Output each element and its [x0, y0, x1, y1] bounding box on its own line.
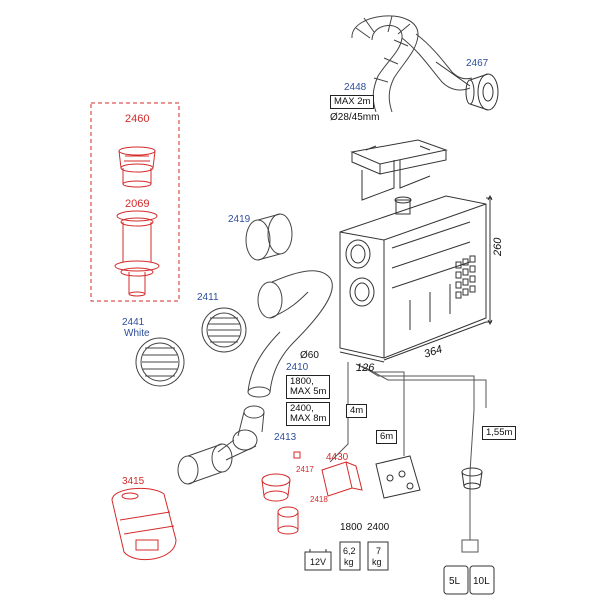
- duct-2410: [247, 270, 333, 398]
- cables: [329, 362, 487, 553]
- label-2410: 2410: [286, 362, 309, 373]
- label-2400: 2400: [367, 522, 390, 533]
- label-2413: 2413: [274, 432, 297, 443]
- weight-tags: [339, 541, 389, 571]
- dimension-height: 260: [492, 237, 504, 256]
- weight-1800-unit: kg: [344, 557, 354, 567]
- callout-hose-diameter: Ø28/45mm: [330, 112, 380, 123]
- tank-10l-label: 10L: [473, 576, 490, 587]
- control-panel: [375, 455, 421, 499]
- label-2460: 2460: [125, 113, 150, 125]
- callout-hose-max: MAX 2m: [330, 95, 375, 109]
- callout-duct-1800: 1800, MAX 5m: [286, 375, 331, 399]
- mounting-bracket: [350, 139, 448, 201]
- fuel-tanks: [443, 565, 495, 595]
- dimension-width: 126: [356, 362, 375, 374]
- callout-cable-4m: 4m: [346, 404, 368, 418]
- fitting-2467: [435, 61, 499, 111]
- exhaust-pipe-2069: [114, 210, 160, 297]
- vent-2411: [201, 307, 247, 353]
- label-1800: 1800: [340, 522, 363, 533]
- label-2441-note: White: [124, 328, 150, 339]
- label-2419: 2419: [228, 214, 251, 225]
- label-3415: 3415: [122, 476, 145, 487]
- tube-2419: [245, 213, 293, 261]
- intake-hose-2448: [351, 15, 473, 113]
- callout-duct-2400-line2: MAX 8m: [290, 413, 327, 424]
- callout-duct-2400-line1: 2400,: [290, 403, 314, 414]
- exhaust-cap-2460: [118, 146, 156, 188]
- heater-unit: [339, 195, 487, 359]
- label-2441: 2441: [122, 317, 145, 328]
- label-2069: 2069: [125, 198, 150, 210]
- callout-duct-diameter: Ø60: [300, 350, 319, 361]
- label-2467: 2467: [466, 58, 489, 69]
- label-2417: 2417: [296, 465, 314, 474]
- callout-fuel-line: 1,55m: [482, 426, 517, 440]
- callout-duct-1800-line1: 1800,: [290, 376, 314, 387]
- callout-cable-6m: 6m: [376, 430, 398, 444]
- callout-duct-2400: 2400, MAX 8m: [286, 402, 331, 426]
- callout-duct-1800-line2: MAX 5m: [290, 386, 327, 397]
- weight-1800-value: 6,2: [343, 546, 356, 556]
- battery: [304, 549, 332, 571]
- fuel-pump: [461, 467, 483, 490]
- outlet-tube: [177, 443, 233, 485]
- vent-2441: [135, 337, 185, 387]
- tank-5l-label: 5L: [449, 576, 461, 587]
- label-2411: 2411: [197, 292, 219, 303]
- silencer-3415: [111, 487, 177, 561]
- label-2448: 2448: [344, 82, 367, 93]
- dimension-lines: [339, 194, 493, 363]
- weight-2400-unit: kg: [372, 557, 382, 567]
- label-2418: 2418: [310, 495, 328, 504]
- elbow-2413: [217, 405, 265, 461]
- weight-2400-value: 7: [376, 546, 382, 556]
- battery-label: 12V: [310, 557, 327, 567]
- kit-frame: [90, 102, 180, 302]
- exhaust-parts-red: [261, 451, 363, 535]
- label-4430: 4430: [326, 452, 349, 463]
